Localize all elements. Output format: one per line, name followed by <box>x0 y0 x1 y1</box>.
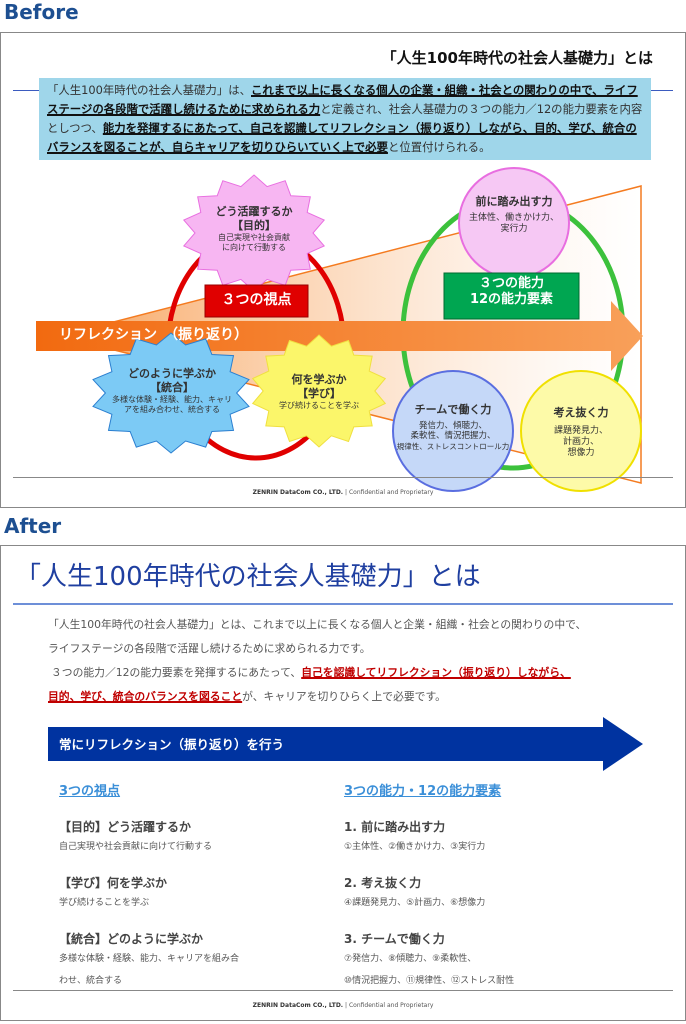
desc: アを組み合わせ、統合する <box>124 404 220 414</box>
right-item-desc: ⑦発信力、⑧傾聴力、⑨柔軟性、 <box>344 954 477 964</box>
left-item-desc: 多様な体験・経験、能力、キャリアを組み合 <box>59 954 240 964</box>
tag: 【統合】 <box>150 380 194 394</box>
diagram-graphics <box>36 167 643 492</box>
right-item-title: 3. チームで働く力 <box>344 932 445 946</box>
after-label: After <box>4 514 62 538</box>
left-item-title: 【目的】どう活躍するか <box>59 820 192 834</box>
footer-rule <box>13 990 673 991</box>
title: 考え抜く力 <box>553 406 609 419</box>
footer-rule <box>13 477 673 478</box>
footer: ZENRIN DataCom CO., LTD. | Confidential … <box>252 489 434 496</box>
right-item-desc: ⑩情況把握力、⑪規律性、⑫ストレス耐性 <box>344 976 515 986</box>
think-text: 考え抜く力課題発見力、計画力、想像力 <box>526 406 636 460</box>
emphasis-text: これまで以上に長くなる個人の企業・組織・社会との関わりの中で、ライフステージの各… <box>47 83 638 116</box>
learning-text: 何を学ぶか【学び】学び続けることを学ぶ <box>264 373 374 411</box>
title: チームで働く力 <box>414 403 492 416</box>
viewpoints-heading: 3つの視点 <box>59 784 121 799</box>
title: どう活躍するか <box>215 205 293 218</box>
reflection-banner-label: 常にリフレクション（振り返り）を行う <box>59 737 285 752</box>
definition-box: 「人生100年時代の社会人基礎力」は、これまで以上に長くなる個人の企業・組織・社… <box>39 78 651 160</box>
title-rule <box>13 603 673 605</box>
purpose-text: どう活躍するか【目的】自己実現や社会貢献に向けて行動する <box>189 205 319 253</box>
left-item-desc: 学び続けることを学ぶ <box>59 898 150 908</box>
right-item-desc: ①主体性、②働きかけ力、③実行力 <box>344 842 486 852</box>
desc: 規律性、ストレスコントロール力 <box>396 442 510 451</box>
desc: 課題発見力、 <box>553 425 608 436</box>
title: 何を学ぶか <box>291 373 347 386</box>
abilities-heading: 3つの能力・12の能力要素 <box>344 784 502 799</box>
title: 前に踏み出す力 <box>475 195 553 208</box>
step-forward-text: 前に踏み出す力主体性、働きかけ力、実行力 <box>459 195 569 235</box>
emphasis-text: 自己を認識してリフレクション（振り返り）しながら、 <box>301 666 571 679</box>
intro-line: ３つの能力／12の能力要素を発揮するにあたって、自己を認識してリフレクション（振… <box>51 666 571 679</box>
desc: 学び続けることを学ぶ <box>279 400 359 410</box>
desc: に向けて行動する <box>222 242 286 252</box>
desc: 実行力 <box>500 224 528 234</box>
footer: ZENRIN DataCom CO., LTD. | Confidential … <box>252 1002 434 1009</box>
tag: 【目的】 <box>232 218 276 232</box>
emphasis-text: 能力を発揮するにあたって、自己を認識してリフレクション（振り返り）しながら、目的… <box>47 121 637 154</box>
right-item-title: 2. 考え抜く力 <box>344 876 422 890</box>
text: 「人生100年時代の社会人基礎力」は、 <box>47 83 251 97</box>
tag: 【学び】 <box>297 386 341 400</box>
reflection-arrow-label: リフレクション （振り返り） <box>59 327 248 343</box>
intro-line: 目的、学び、統合のバランスを図ることが、キャリアを切りひらく上で必要です。 <box>48 690 446 703</box>
text: と位置付けられる。 <box>387 140 491 154</box>
left-item-title: 【統合】どのように学ぶか <box>59 932 204 946</box>
slide-title: 「人生100年時代の社会人基礎力」とは <box>15 562 481 592</box>
desc: 多様な体験・経験、能力、キャリ <box>112 394 232 404</box>
desc: 自己実現や社会貢献 <box>218 232 290 242</box>
before-label: Before <box>4 0 79 24</box>
teamwork-text: チームで働く力発信力、傾聴力、柔軟性、情況把握力、規律性、ストレスコントロール力 <box>393 403 513 451</box>
right-item-desc: ④課題発見力、⑤計画力、⑥想像力 <box>344 898 486 908</box>
viewpoints-label: ３つの視点 <box>221 292 292 308</box>
think-circle <box>520 370 642 492</box>
desc: 柔軟性、情況把握力、 <box>410 431 496 442</box>
before-slide: 「人生100年時代の社会人基礎力」とは 「人生100年時代の社会人基礎力」は、こ… <box>0 32 686 508</box>
desc: 主体性、働きかけ力、 <box>468 212 559 223</box>
text: と定義され、社会人基礎力の３つの能力／12の能力要素を内容としつつ、 <box>47 102 643 135</box>
viewpoints-box <box>204 284 309 318</box>
reflection-banner-arrow <box>48 717 643 771</box>
integration-text: どのように学ぶか【統合】多様な体験・経験、能力、キャリアを組み合わせ、統合する <box>97 367 247 415</box>
title: どのように学ぶか <box>128 367 216 380</box>
desc: 想像力 <box>567 448 595 459</box>
slide-title: 「人生100年時代の社会人基礎力」とは <box>381 49 653 67</box>
intro-line: ライフステージの各段階で活躍し続けるために求められる力です。 <box>48 642 371 655</box>
intro-line: 「人生100年時代の社会人基礎力」とは、これまで以上に長くなる個人と企業・組織・… <box>48 618 587 631</box>
integration-star <box>92 332 250 454</box>
abilities-box <box>443 272 580 320</box>
text: ３つの能力 <box>478 276 544 291</box>
left-item-desc: わせ、統合する <box>59 976 123 986</box>
desc: 発信力、傾聴力、 <box>418 420 487 431</box>
text: 12の能力要素 <box>469 292 554 308</box>
right-item-title: 1. 前に踏み出す力 <box>344 820 446 834</box>
reflection-arrow <box>36 301 643 371</box>
left-item-title: 【学び】何を学ぶか <box>59 876 168 890</box>
emphasis-text: 目的、学び、統合のバランスを図ること <box>48 690 243 703</box>
teamwork-circle <box>392 370 514 492</box>
learning-star <box>251 334 387 448</box>
after-slide: 「人生100年時代の社会人基礎力」とは 「人生100年時代の社会人基礎力」とは、… <box>0 545 686 1021</box>
left-item-desc: 自己実現や社会貢献に向けて行動する <box>59 842 213 852</box>
desc: 計画力、 <box>562 437 599 447</box>
